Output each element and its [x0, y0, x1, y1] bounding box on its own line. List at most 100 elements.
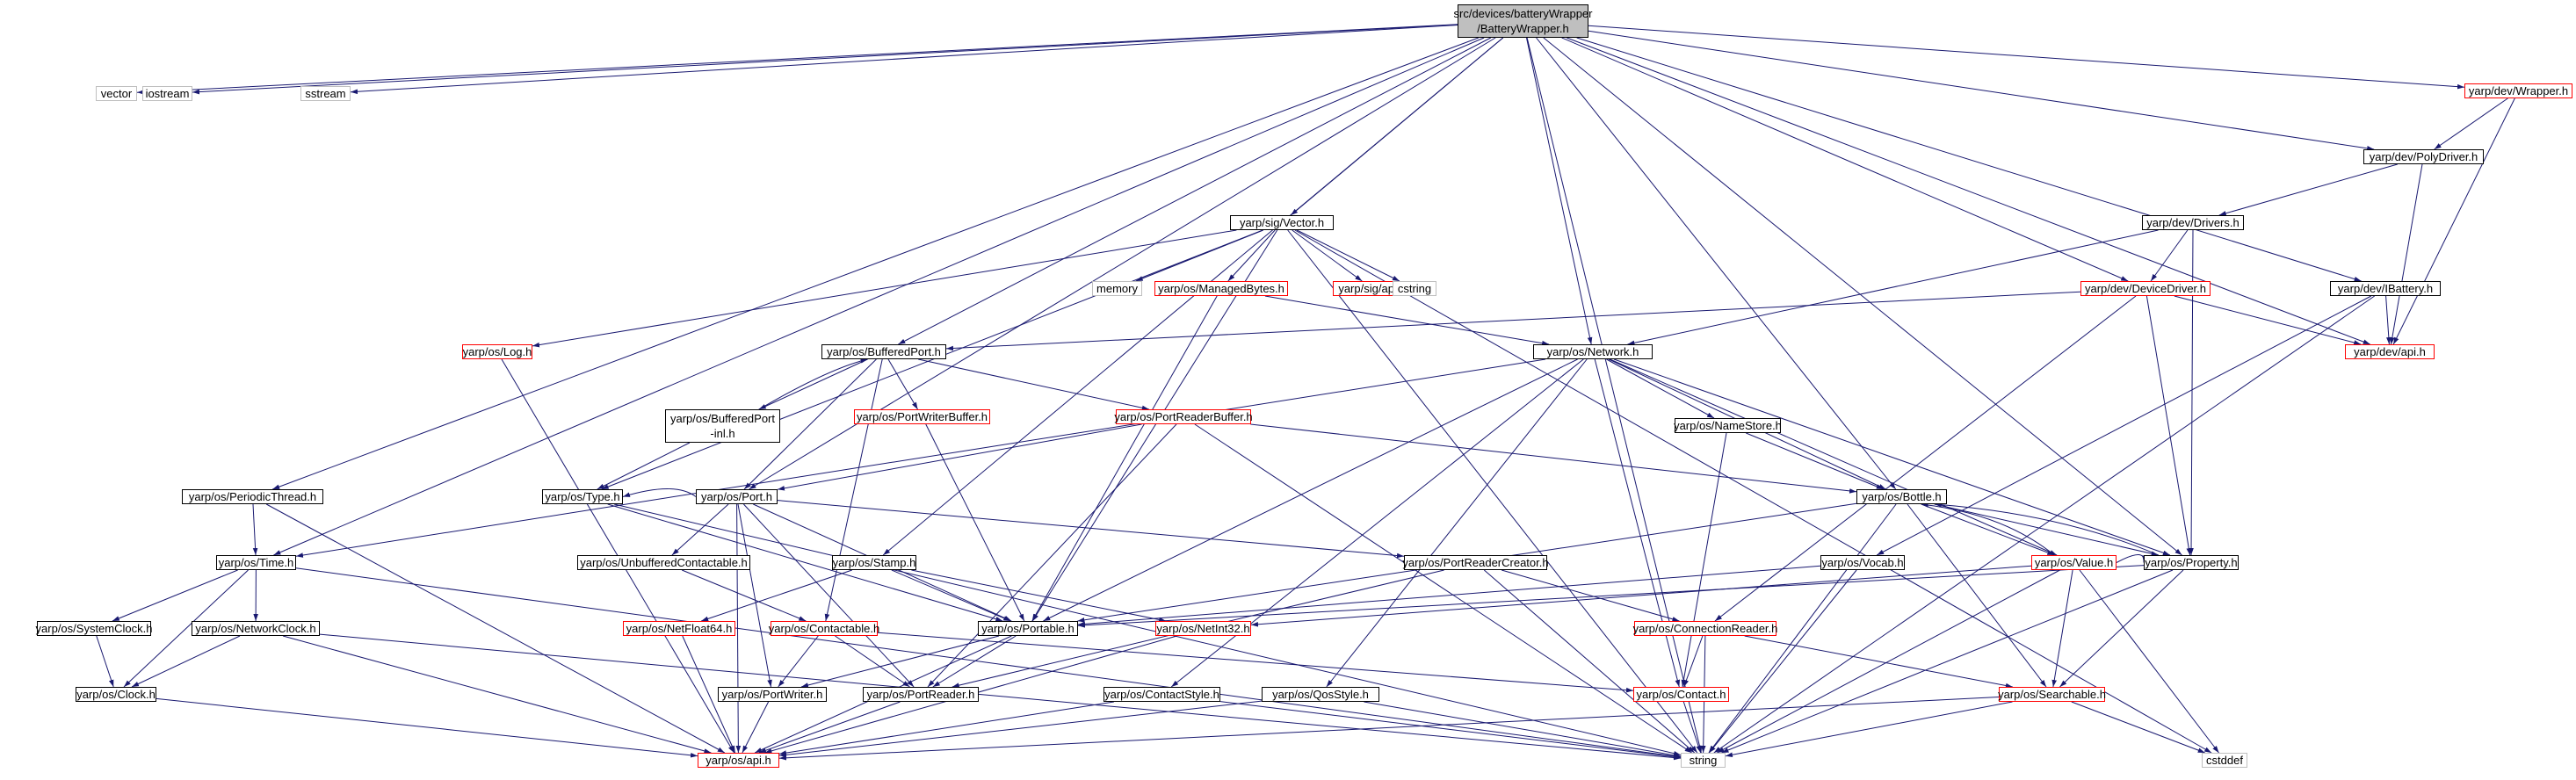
edge-networkclock-to-clock: [131, 635, 241, 688]
node-label: yarp/dev/DeviceDriver.h: [2085, 282, 2206, 295]
node-root[interactable]: src/devices/batteryWrapper /BatteryWrapp…: [1454, 4, 1593, 38]
node-portreadercreator[interactable]: yarp/os/PortReaderCreator.h: [1402, 555, 1549, 570]
node-portwriter[interactable]: yarp/os/PortWriter.h: [718, 687, 827, 702]
edge-network-to-value: [1610, 358, 2058, 556]
node-qosstyle[interactable]: yarp/os/QosStyle.h: [1262, 687, 1379, 702]
node-cstring: cstring: [1393, 281, 1436, 296]
node-networkclock[interactable]: yarp/os/NetworkClock.h: [192, 621, 320, 636]
edge-sigvector-to-string: [1287, 229, 1698, 754]
edge-sigvector-to-sigapi: [1292, 229, 1363, 282]
edge-property-to-portable: [1077, 565, 2145, 628]
edge-drivers-to-property: [2189, 229, 2194, 556]
node-drivers[interactable]: yarp/dev/Drivers.h: [2142, 215, 2244, 230]
node-contactstyle[interactable]: yarp/os/ContactStyle.h: [1103, 687, 1220, 702]
node-label: yarp/os/PortReader.h: [866, 688, 975, 701]
node-label: yarp/os/BufferedPort.h: [827, 345, 941, 358]
node-polydriver[interactable]: yarp/dev/PolyDriver.h: [2363, 149, 2484, 164]
node-property[interactable]: yarp/os/Property.h: [2144, 555, 2239, 570]
node-label: yarp/os/Clock.h: [76, 688, 156, 701]
node-time[interactable]: yarp/os/Time.h: [216, 555, 296, 570]
node-periodicthread[interactable]: yarp/os/PeriodicThread.h: [182, 489, 323, 504]
node-type[interactable]: yarp/os/Type.h: [542, 489, 623, 504]
node-netfloat64[interactable]: yarp/os/NetFloat64.h: [623, 621, 735, 636]
node-netint32[interactable]: yarp/os/NetInt32.h: [1155, 621, 1251, 636]
node-sigapi[interactable]: yarp/sig/api.h: [1333, 281, 1412, 296]
edge-port-to-portreader: [743, 503, 915, 688]
edge-devicedriver-to-bufferedport: [945, 291, 2081, 351]
node-portreader[interactable]: yarp/os/PortReader.h: [863, 687, 979, 702]
edge-portreadercreator-to-string: [1483, 569, 1696, 754]
node-devapi[interactable]: yarp/dev/api.h: [2345, 344, 2435, 359]
edge-root-to-time: [273, 37, 1485, 556]
node-label: yarp/os/Log.h: [462, 345, 532, 358]
node-unbuffered[interactable]: yarp/os/UnbufferedContactable.h: [577, 555, 750, 570]
node-wrapper[interactable]: yarp/dev/Wrapper.h: [2464, 83, 2572, 98]
edge-bottle-to-value: [1921, 503, 2055, 556]
node-managedbytes[interactable]: yarp/os/ManagedBytes.h: [1154, 281, 1288, 296]
edge-sigvector-to-cstring: [1296, 229, 1400, 282]
node-systemclock[interactable]: yarp/os/SystemClock.h: [35, 621, 153, 636]
node-contactable[interactable]: yarp/os/Contactable.h: [768, 621, 880, 636]
node-sigvector[interactable]: yarp/sig/Vector.h: [1230, 215, 1334, 230]
node-network[interactable]: yarp/os/Network.h: [1533, 344, 1653, 359]
node-label: cstddef: [2206, 754, 2243, 767]
edge-systemclock-to-clock: [96, 635, 114, 688]
edge-stamp-to-netint32: [911, 569, 1167, 623]
node-namestore[interactable]: yarp/os/NameStore.h: [1674, 418, 1782, 433]
node-portwriterbuffer[interactable]: yarp/os/PortWriterBuffer.h: [854, 409, 990, 424]
edge-bufferedport-to-port: [743, 358, 877, 490]
node-string: string: [1681, 753, 1726, 768]
edge-unbuffered-to-contactable: [682, 569, 807, 622]
edge-bottle-to-property: [1934, 503, 2159, 556]
edge-root-to-bufferedport: [898, 37, 1492, 345]
node-clock[interactable]: yarp/os/Clock.h: [76, 687, 156, 702]
node-label: yarp/os/ContactStyle.h: [1104, 688, 1219, 701]
node-portreaderbuffer[interactable]: yarp/os/PortReaderBuffer.h: [1114, 409, 1253, 424]
edge-sigvector-to-log: [532, 229, 1237, 348]
node-log[interactable]: yarp/os/Log.h: [462, 344, 532, 359]
node-label: yarp/os/NetFloat64.h: [626, 622, 733, 635]
node-connectionreader[interactable]: yarp/os/ConnectionReader.h: [1633, 621, 1777, 636]
node-label: memory: [1096, 282, 1138, 295]
node-label: yarp/os/Portable.h: [981, 622, 1075, 635]
edge-property-to-searchable: [2059, 569, 2184, 688]
node-label: cstring: [1397, 282, 1432, 295]
edge-contactstyle-to-osapi: [778, 701, 1114, 755]
node-port[interactable]: yarp/os/Port.h: [696, 489, 778, 504]
edge-value-to-netint32: [1250, 565, 2032, 627]
node-label: yarp/os/Contactable.h: [768, 622, 880, 635]
edge-portable-to-portreader: [932, 635, 1017, 688]
node-value[interactable]: yarp/os/Value.h: [2031, 555, 2117, 570]
node-stamp[interactable]: yarp/os/Stamp.h: [832, 555, 916, 570]
node-contact[interactable]: yarp/os/Contact.h: [1633, 687, 1729, 702]
node-label: yarp/sig/Vector.h: [1239, 216, 1325, 229]
node-label: yarp/os/Time.h: [218, 556, 294, 569]
edge-root-to-stamp: [882, 37, 1504, 556]
node-vocab[interactable]: yarp/os/Vocab.h: [1820, 555, 1905, 570]
node-label: string: [1689, 754, 1718, 767]
node-searchable[interactable]: yarp/os/Searchable.h: [1998, 687, 2106, 702]
edge-root-to-sstream: [350, 25, 1458, 95]
node-label: yarp/os/PortWriterBuffer.h: [856, 410, 988, 423]
node-label: yarp/os/Type.h: [545, 490, 620, 503]
node-bottle[interactable]: yarp/os/Bottle.h: [1856, 489, 1947, 504]
edge-contactable-to-portreader: [835, 635, 910, 688]
node-portable[interactable]: yarp/os/Portable.h: [978, 621, 1078, 636]
edge-bottle-to-string: [1708, 503, 1897, 754]
edge-root-to-vector: [136, 24, 1458, 95]
edge-ibattery-to-devapi: [2385, 295, 2391, 345]
node-bufferedport[interactable]: yarp/os/BufferedPort.h: [821, 344, 946, 359]
node-osapi[interactable]: yarp/os/api.h: [698, 753, 779, 768]
node-label: yarp/os/SystemClock.h: [35, 622, 153, 635]
node-label: yarp/os/Port.h: [701, 490, 772, 503]
node-bufferedportinl[interactable]: yarp/os/BufferedPort -inl.h: [665, 409, 780, 443]
edge-root-to-network: [1526, 37, 1593, 345]
edge-root-to-bottle: [1536, 37, 1897, 490]
node-devicedriver[interactable]: yarp/dev/DeviceDriver.h: [2080, 281, 2211, 296]
edge-value-to-searchable: [2051, 569, 2073, 688]
edge-network-to-contact: [1594, 358, 1681, 688]
node-label: yarp/os/UnbufferedContactable.h: [580, 556, 748, 569]
node-ibattery[interactable]: yarp/dev/IBattery.h: [2330, 281, 2441, 296]
node-memory: memory: [1092, 281, 1142, 296]
